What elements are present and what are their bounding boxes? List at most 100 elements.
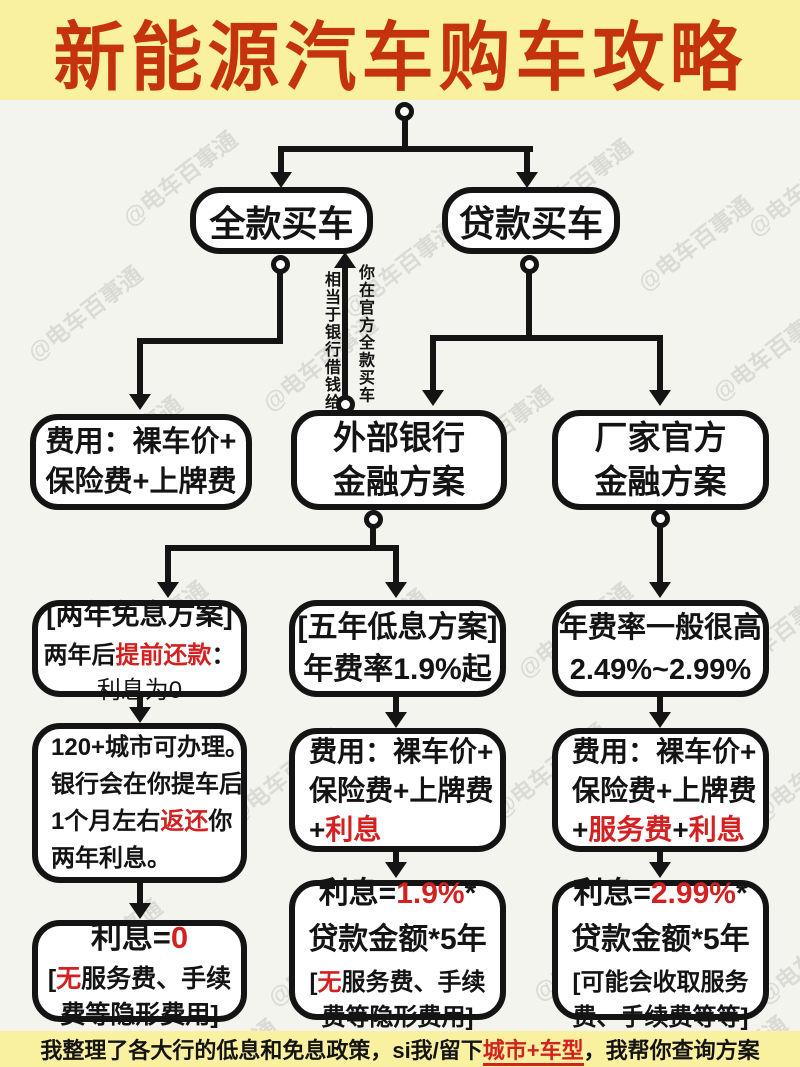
edge-to-fullcash-vline: [278, 146, 284, 176]
edge-annotation-vline: [342, 266, 348, 400]
bank-result-line3-red: 无: [317, 969, 342, 996]
factory-rate-line1: 年费率一般很高: [558, 611, 762, 644]
edge-to-fiveyear-vline: [393, 545, 399, 584]
arrow-to-bank-icon: [422, 390, 444, 406]
bank-detail-line4: 两年利息。: [51, 845, 171, 872]
bank-out-dot: [364, 510, 383, 529]
factory-result-line1: 利息=2.99%*: [573, 868, 747, 912]
two-year-line2-red: 提前还款: [115, 641, 212, 669]
two-year-line1: [两年免息方案]: [46, 598, 233, 630]
arrow-factoryrate-down-icon: [649, 712, 671, 728]
cash-cost-line2: 保险费+上牌费: [45, 466, 237, 498]
five-cost-line2: 保险费+上牌费: [309, 774, 494, 806]
zero-interest-line1: 利息=0: [91, 912, 188, 957]
factory-cost-line3-p1: +: [572, 813, 589, 845]
five-cost-line1: 费用：裸车价+: [309, 735, 494, 767]
factory-out-dot: [651, 509, 670, 528]
factory-cost-line1: 费用：裸车价+: [572, 735, 757, 767]
node-five-cost: 费用：裸车价+ 保险费+上牌费 +利息: [289, 728, 506, 852]
edge-factoryrate-down-vline: [657, 697, 663, 713]
external-bank-line2: 金融方案: [333, 463, 465, 500]
footer-band: 我整理了各大行的低息和免息政策，si我/留下城市+车型，我帮你查询方案: [0, 1031, 800, 1067]
arrow-annotation-up-icon: [334, 252, 356, 268]
footer-text: 我整理了各大行的低息和免息政策，si我/留下城市+车型，我帮你查询方案: [40, 1033, 760, 1066]
node-factory-cost: 费用：裸车价+ 保险费+上牌费 +服务费+利息: [552, 728, 769, 852]
bank-result-line1-pre: 利息=: [318, 877, 397, 910]
edge-bankdetail-down-vline: [137, 883, 143, 905]
bank-result-line3-post: 服务费、手续: [341, 969, 486, 996]
bank-detail-line3-post: 你: [208, 808, 233, 835]
watermark-text: @电车百事通: [22, 261, 148, 367]
edge-to-twoyear-vline: [165, 545, 171, 584]
edge-to-cashcost-vline: [137, 338, 143, 396]
zero-interest-line3: 费等隐形费用]: [60, 1000, 219, 1029]
factory-cost-line2: 保险费+上牌费: [572, 774, 757, 806]
factory-result-line3: [可能会收取服务: [572, 969, 749, 996]
factory-result-line1-post: *: [735, 877, 748, 910]
root-node-dot: [395, 102, 414, 121]
factory-cost-line3-p2: +: [672, 813, 689, 845]
zero-interest-line1-pre: 利息=: [90, 919, 171, 955]
arrow-to-cashcost-icon: [129, 394, 151, 410]
factory-result-line1-pre: 利息=: [573, 877, 651, 910]
edge-bank-vline: [370, 527, 376, 551]
bank-result-line1-post: *: [464, 877, 477, 910]
watermark-text: @电车百事通: [742, 136, 800, 242]
edge-to-factoryrate-vline: [657, 526, 663, 584]
five-cost-line3-pre: +: [309, 813, 326, 845]
arrow-to-loan-icon: [516, 172, 538, 188]
five-cost-line3: +利息: [309, 810, 381, 849]
two-year-line2-pre: 两年后: [43, 641, 116, 669]
node-full-cash: 全款买车: [190, 187, 373, 254]
edge-twoyear-down-vline: [137, 697, 143, 709]
factory-result-line4: 费、手续费等等]: [572, 1004, 749, 1031]
bank-detail-line2: 银行会在你提车后: [51, 771, 243, 798]
factory-finance-line1: 厂家官方: [594, 419, 727, 456]
bank-result-line3-pre: [: [309, 969, 318, 996]
five-cost-line3-red: 利息: [325, 813, 382, 845]
edge-fiveyear-down-vline: [393, 697, 399, 713]
node-five-year-plan: [五年低息方案] 年费率1.9%起: [289, 600, 506, 697]
node-factory-rate: 年费率一般很高 2.49%~2.99%: [552, 600, 769, 697]
arrow-to-fiveyear-icon: [385, 582, 407, 598]
node-full-cash-label: 全款买车: [209, 202, 354, 244]
edge-to-factory-vline: [657, 335, 663, 392]
node-factory-finance: 厂家官方 金融方案: [552, 410, 769, 510]
watermark-text: @电车百事通: [632, 191, 758, 297]
five-year-line2: 年费率1.9%起: [303, 652, 492, 686]
node-bank-result: 利息=1.9%* 贷款金额*5年 [无服务费、手续 费等隐形费用]: [289, 877, 506, 1031]
title-band: 新能源汽车购车攻略: [0, 0, 800, 100]
footer-text-post: ，我帮你查询方案: [583, 1038, 760, 1063]
two-year-line2-post: ：: [211, 641, 236, 669]
edge-fullcash-hline: [137, 338, 283, 344]
node-bank-detail: 120+城市可办理。 银行会在你提车后 1个月左右返还你 两年利息。: [32, 723, 249, 883]
zero-interest-line2: [无服务费、手续: [48, 959, 231, 995]
bank-result-line1: 利息=1.9%*: [319, 868, 477, 912]
factory-rate-line2: 2.49%~2.99%: [569, 653, 752, 686]
arrow-fivecost-down-icon: [385, 862, 407, 878]
edge-fullcash-vline: [277, 271, 283, 344]
bank-detail-line3-red: 返还: [160, 808, 209, 835]
edge-loan-vline: [526, 271, 532, 341]
factory-finance-line2: 金融方案: [594, 463, 727, 500]
arrow-bankdetail-down-icon: [129, 903, 151, 919]
node-external-bank: 外部银行 金融方案: [291, 410, 507, 510]
edge-root-hline: [278, 146, 533, 152]
zero-interest-line2-red: 无: [56, 964, 82, 993]
arrow-to-factoryrate-icon: [649, 582, 671, 598]
factory-result-line2: 贷款金额*5年: [571, 923, 750, 956]
zero-interest-line1-red: 0: [170, 919, 189, 955]
arrow-fiveyear-down-icon: [385, 712, 407, 728]
arrow-to-fullcash-icon: [270, 172, 292, 188]
node-loan-label: 贷款买车: [458, 202, 603, 244]
annotation-right-text: 你在官方全款买车: [356, 264, 373, 404]
page-title: 新能源汽车购车攻略: [53, 16, 747, 100]
edge-bank-hline: [165, 545, 399, 551]
edge-factorycost-down-vline: [657, 852, 663, 864]
watermark-text: @电车百事通: [707, 301, 800, 407]
zero-interest-line2-post: 服务费、手续: [81, 964, 232, 993]
node-loan: 贷款买车: [442, 187, 620, 254]
bank-result-line4: 费等隐形费用]: [321, 1004, 474, 1031]
edge-to-loan-vline: [524, 146, 530, 176]
